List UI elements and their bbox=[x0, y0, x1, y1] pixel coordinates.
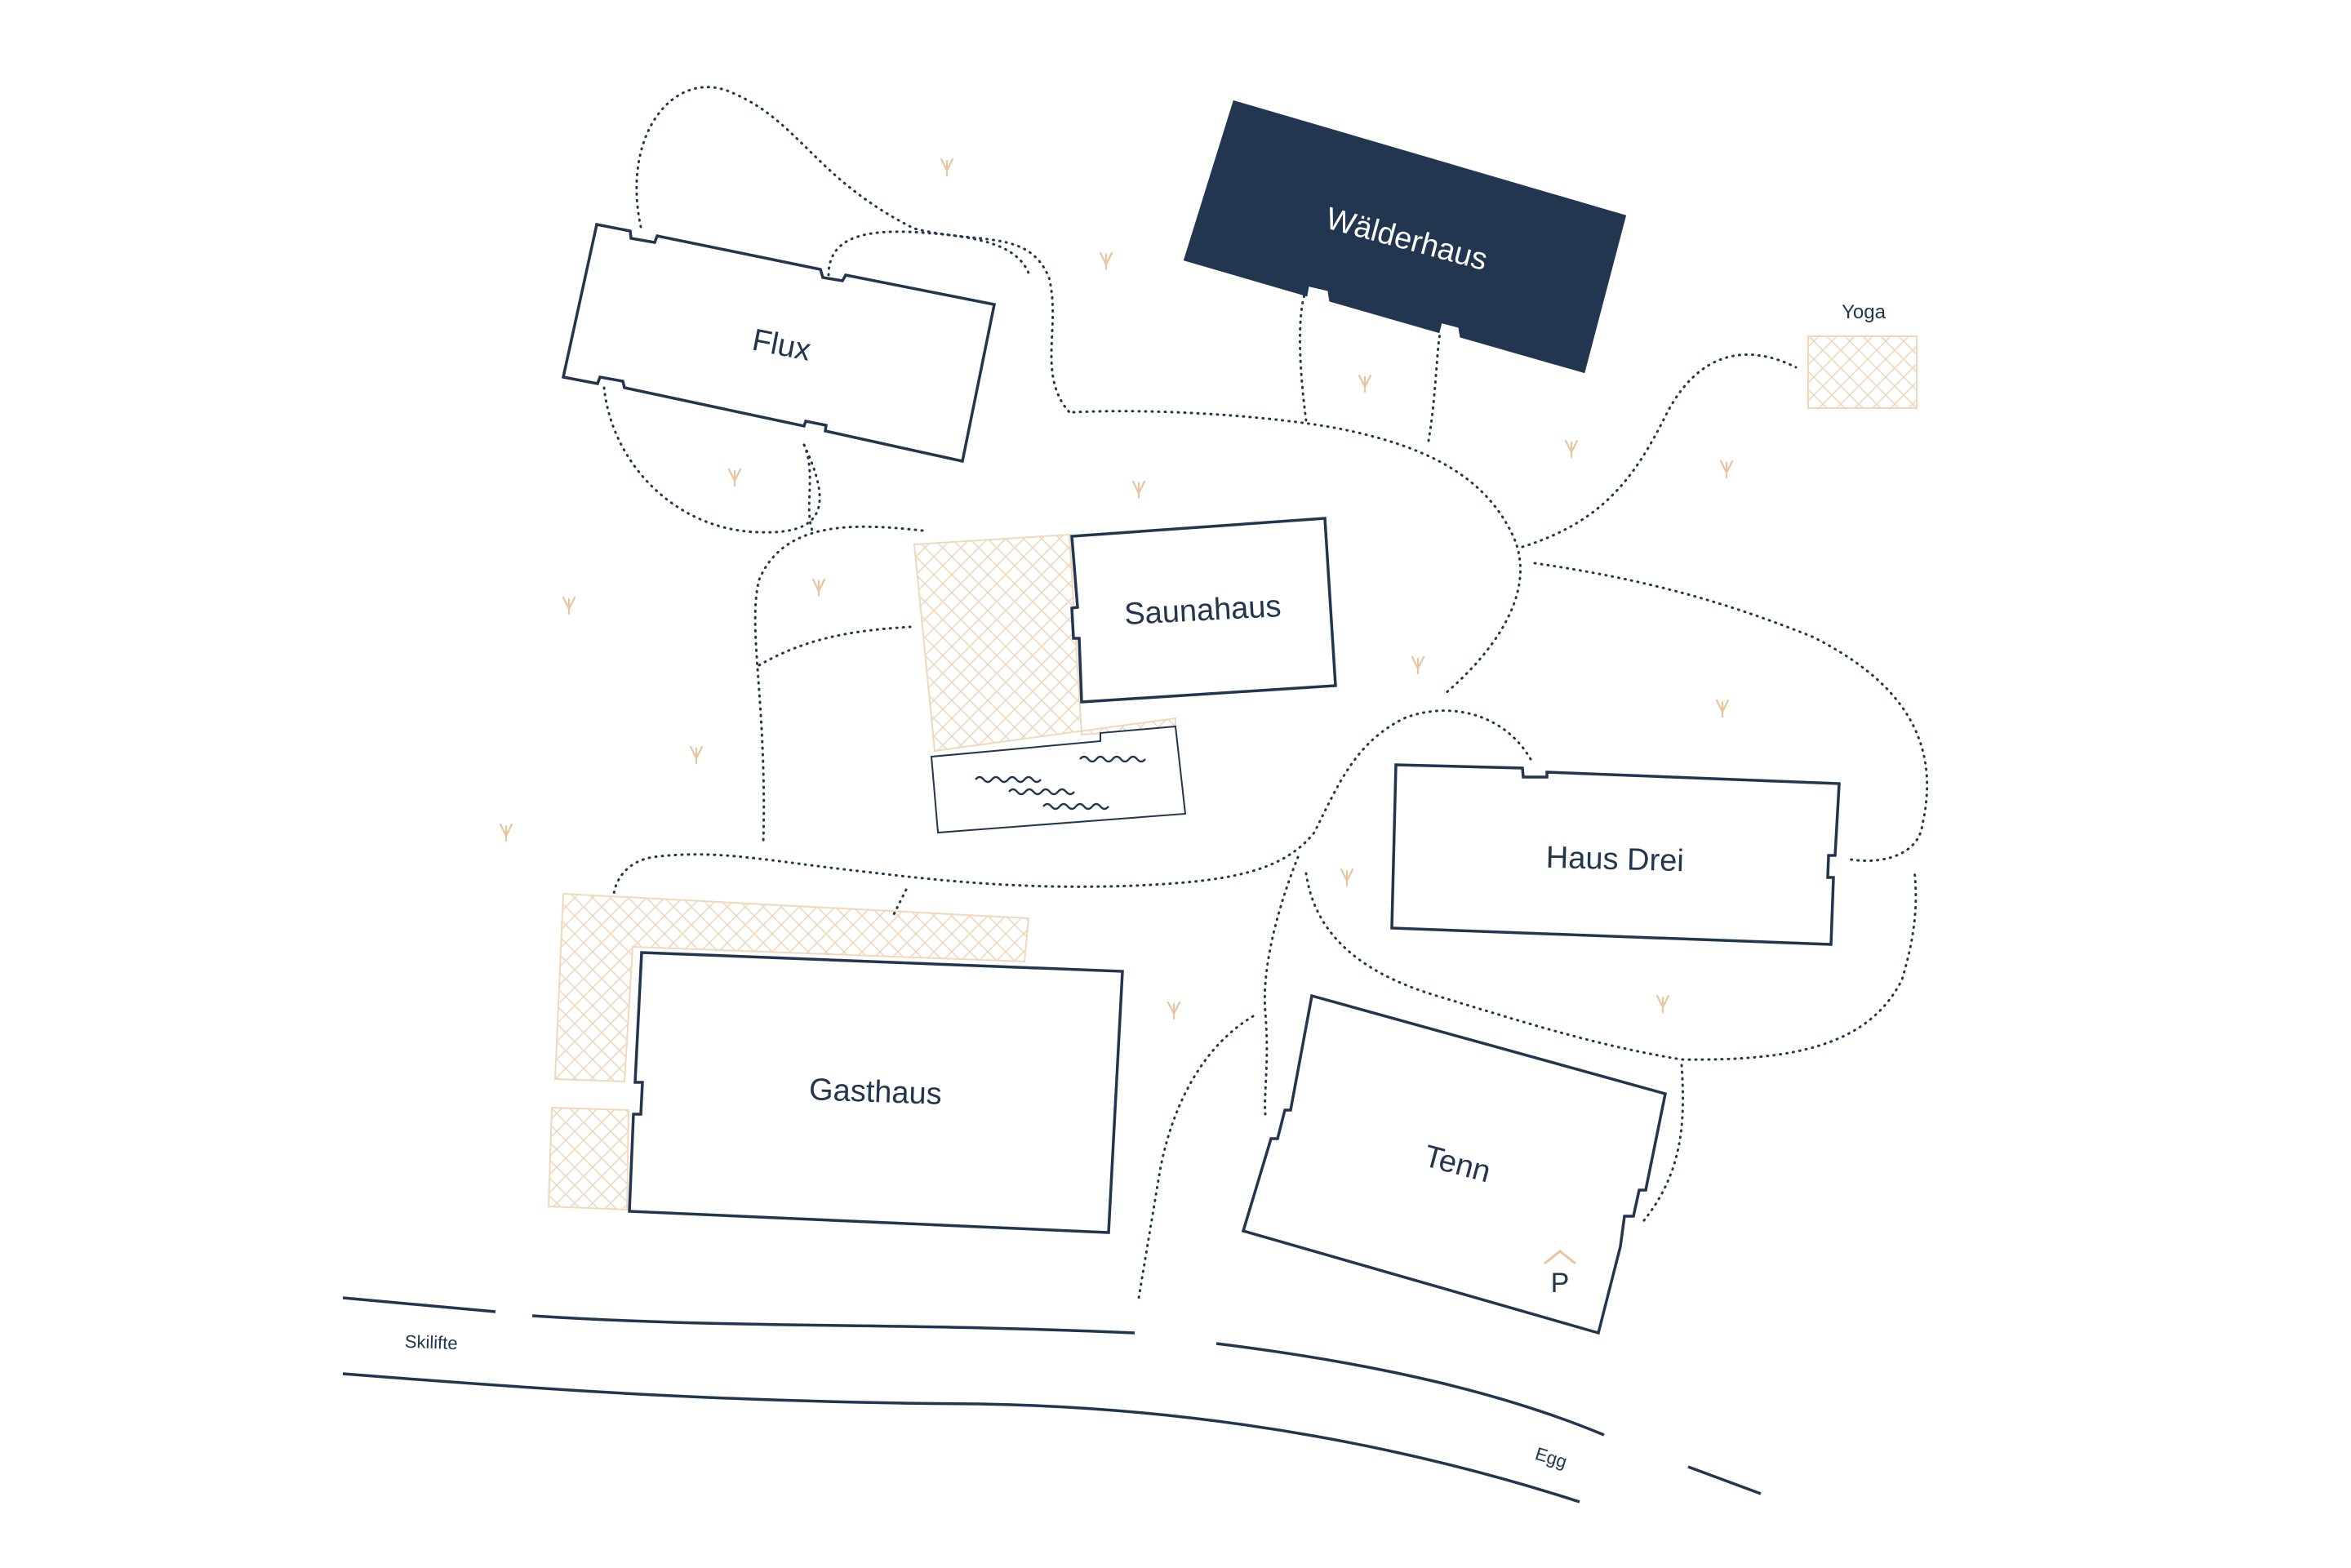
grass-tuft-icon bbox=[1358, 374, 1372, 393]
building-waelderhaus[interactable]: Wälderhaus bbox=[1183, 100, 1627, 374]
yoga-label: Yoga bbox=[1842, 301, 1887, 323]
gasthaus-terrace bbox=[553, 892, 1030, 1083]
parking-roof-icon bbox=[1544, 1250, 1576, 1265]
grass-tuft-icon bbox=[811, 578, 826, 597]
roads bbox=[342, 1296, 1762, 1504]
grass-tuft-icon bbox=[727, 468, 742, 487]
egg-road-top bbox=[1215, 1342, 1605, 1437]
skilifte-road-top bbox=[342, 1296, 496, 1313]
grass-tuft-icon bbox=[940, 158, 954, 177]
skilifte-road-top bbox=[531, 1314, 1136, 1335]
terraces bbox=[547, 335, 1918, 1211]
grass-tuft-icon bbox=[1719, 460, 1734, 479]
grass-tuft-icon bbox=[1564, 439, 1579, 459]
grass-tuft-icon bbox=[1655, 994, 1670, 1014]
building-gasthaus[interactable]: Gasthaus bbox=[628, 951, 1124, 1234]
yoga-area[interactable] bbox=[1807, 335, 1918, 409]
grass-tuft-icon bbox=[499, 823, 513, 842]
egg-road-bottom bbox=[1687, 1465, 1762, 1495]
grass-tuft-icon bbox=[562, 596, 576, 615]
skilifte-label: Skilifte bbox=[404, 1331, 458, 1353]
pool bbox=[930, 725, 1187, 834]
egg-label: Egg bbox=[1533, 1443, 1570, 1472]
haus-drei-label: Haus Drei bbox=[1545, 841, 1684, 878]
grass-tuft-icon bbox=[1340, 868, 1354, 887]
building-tenn[interactable]: Tenn P bbox=[1241, 993, 1668, 1335]
walking-paths bbox=[602, 86, 1929, 1299]
gasthaus-lower-terrace bbox=[547, 1106, 630, 1211]
grass-tuft-icon bbox=[1715, 699, 1730, 718]
parking-label: P bbox=[1551, 1268, 1570, 1299]
grass-tuft-icon bbox=[1099, 251, 1113, 271]
water-waves-icon bbox=[975, 755, 1146, 811]
grass-tuft-icon bbox=[1131, 480, 1146, 500]
gasthaus-label: Gasthaus bbox=[808, 1073, 942, 1112]
grass-tuft-icon bbox=[689, 745, 704, 765]
grass-tuft-icon bbox=[1411, 655, 1425, 675]
building-flux[interactable]: Flux bbox=[561, 222, 997, 464]
grass-tuft-icon bbox=[1167, 1001, 1181, 1020]
saunahaus-label: Saunahaus bbox=[1123, 589, 1282, 632]
building-saunahaus[interactable]: Saunahaus bbox=[1070, 517, 1337, 704]
building-haus-drei[interactable]: Haus Drei bbox=[1390, 763, 1841, 946]
road-bottom bbox=[342, 1372, 1580, 1504]
